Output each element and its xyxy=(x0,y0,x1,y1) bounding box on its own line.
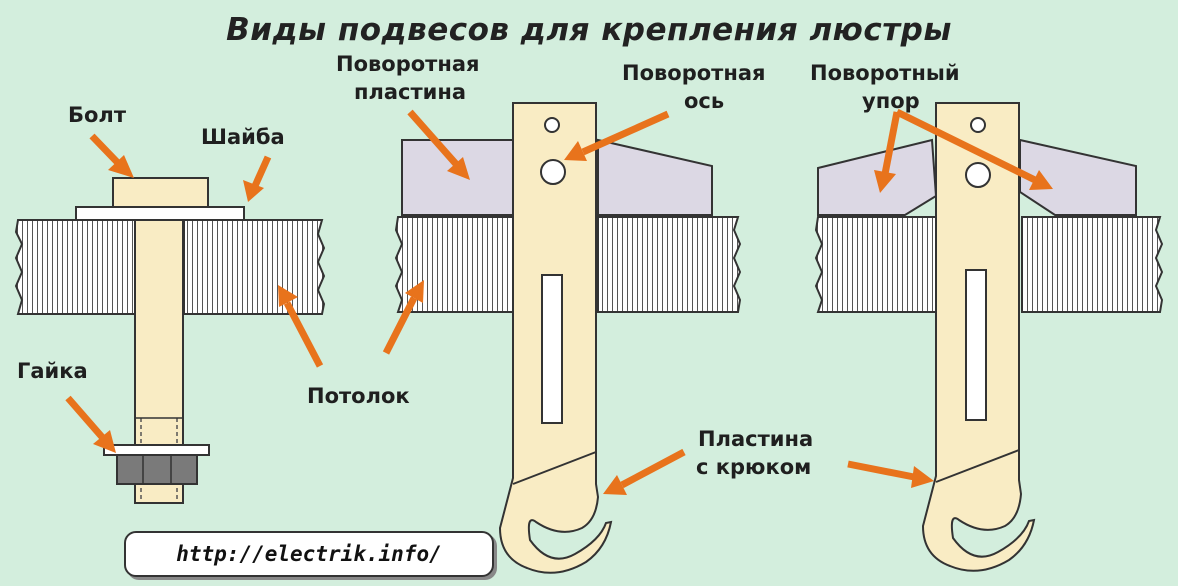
ceiling-slab-right-a xyxy=(814,216,941,313)
ceiling-slab-left-b xyxy=(183,219,326,315)
nut-washer xyxy=(103,444,210,456)
label-hook-plate-2: с крюком xyxy=(696,455,812,479)
label-bolt: Болт xyxy=(68,103,126,127)
label-rotary-plate-2: пластина xyxy=(354,80,467,104)
url-badge xyxy=(124,531,494,577)
label-rotary-stop-2: упор xyxy=(862,89,920,113)
label-rotary-stop-1: Поворотный xyxy=(810,61,960,85)
ceiling-slab-right-b xyxy=(1021,216,1164,313)
ceiling-slab-mid-b xyxy=(597,216,742,313)
rotary-axis-mid xyxy=(540,159,566,185)
slot-right xyxy=(965,269,987,421)
label-rotary-axis-2: ось xyxy=(684,89,725,113)
bolt-assembly xyxy=(14,177,326,504)
ceiling-slab-left-a xyxy=(14,219,141,315)
label-hook-plate-1: Пластина xyxy=(698,427,814,451)
rotary-plate-assembly xyxy=(394,102,742,574)
source-url[interactable]: http://electrik.info/ xyxy=(176,542,442,566)
label-washer: Шайба xyxy=(201,125,285,149)
label-rotary-axis-1: Поворотная xyxy=(622,61,766,85)
washer xyxy=(75,206,245,221)
arrows xyxy=(65,108,1053,495)
label-rotary-plate-1: Поворотная xyxy=(336,52,480,76)
diagram-title: Виды подвесов для крепления люстры xyxy=(226,12,952,48)
rotary-axis-right xyxy=(965,162,991,188)
label-ceiling: Потолок xyxy=(307,384,410,408)
bolt-head xyxy=(112,177,209,208)
slot-mid xyxy=(541,274,563,424)
rotary-stop-assembly xyxy=(814,102,1164,572)
nut xyxy=(116,454,198,485)
label-nut: Гайка xyxy=(17,359,88,383)
